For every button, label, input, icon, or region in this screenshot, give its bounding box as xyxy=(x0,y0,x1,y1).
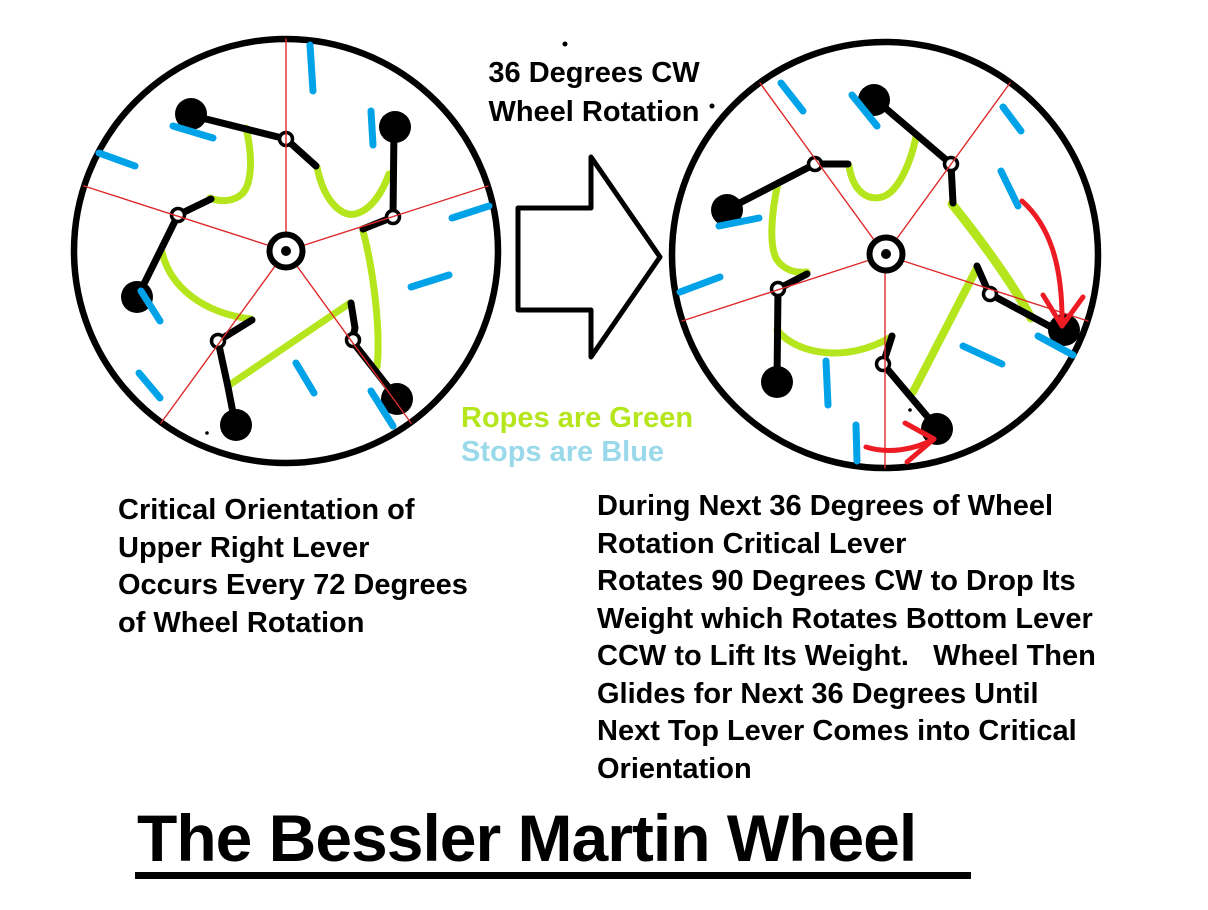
right-caption-line4: Weight which Rotates Bottom Lever xyxy=(597,602,1093,635)
stray-dot-1 xyxy=(562,41,568,47)
right-stop-5 xyxy=(676,273,724,296)
legend-stops-label: Stops are Blue xyxy=(461,436,665,468)
left-stop-10 xyxy=(367,387,397,430)
right-weight-2 xyxy=(711,194,743,226)
rotation-step-label: 36 Degrees CW Wheel Rotation xyxy=(454,54,734,132)
right-lever-2 xyxy=(724,160,852,213)
page-title: The Bessler Martin Wheel xyxy=(137,801,917,875)
red-arrow-bottom-head xyxy=(902,420,937,465)
left-pivot-3 xyxy=(169,206,187,224)
left-hub-dot xyxy=(281,246,291,256)
left-rope-2 xyxy=(313,163,393,218)
left-pivot-5 xyxy=(344,331,362,349)
left-stop-9 xyxy=(292,359,318,397)
left-spoke-3 xyxy=(160,250,287,424)
rotation-arrow-outline xyxy=(515,154,663,360)
right-stop-10 xyxy=(1034,332,1077,359)
right-pivot-3 xyxy=(769,280,787,298)
left-weight-5 xyxy=(381,383,413,415)
left-spoke-4 xyxy=(285,250,412,424)
right-caption-line1: During Next 36 Degrees of Wheel xyxy=(597,490,1054,522)
left-stop-5 xyxy=(448,202,493,222)
left-rope-5 xyxy=(224,299,354,390)
title-underline xyxy=(135,872,971,879)
left-rope-3 xyxy=(359,227,382,371)
left-spoke-2 xyxy=(83,185,287,252)
right-caption-line5: CCW to Lift Its Weight. Wheel Then xyxy=(597,640,1096,672)
left-stop-2 xyxy=(169,122,217,142)
left-weight-1 xyxy=(175,98,207,130)
right-spoke-3 xyxy=(681,254,886,322)
right-stop-3 xyxy=(999,103,1025,135)
left-weight-2 xyxy=(379,111,411,143)
right-stop-2 xyxy=(848,91,881,130)
right-caption-line3: Rotates 90 Degrees CW to Drop Its xyxy=(597,565,1076,597)
left-rope-1 xyxy=(206,124,255,205)
left-pivot-4 xyxy=(209,332,227,350)
right-rope-5 xyxy=(909,264,981,396)
left-stop-1 xyxy=(306,41,317,95)
left-caption-line2: Upper Right Lever xyxy=(118,531,370,564)
right-pivot-4 xyxy=(874,355,892,373)
left-caption-line1: Critical Orientation of xyxy=(118,494,415,526)
left-stop-8 xyxy=(135,369,164,402)
left-caption-line3: Occurs Every 72 Degrees xyxy=(118,569,468,601)
right-stop-1 xyxy=(777,79,807,115)
left-weight-4 xyxy=(220,409,252,441)
right-rope-1 xyxy=(947,199,1036,323)
right-rope-2 xyxy=(845,133,920,202)
stray-dot-3 xyxy=(205,431,209,435)
right-caption-line2: Rotation Critical Lever xyxy=(597,527,907,560)
right-weight-5 xyxy=(1048,314,1080,346)
red-arrow-critical-stem xyxy=(1019,198,1065,329)
right-hub-dot xyxy=(881,249,891,259)
color-legend: Ropes are Green Stops are Blue xyxy=(461,401,693,469)
right-rope-3 xyxy=(768,179,811,276)
rotation-step-line1: 36 Degrees CW xyxy=(488,57,700,89)
left-rope-4 xyxy=(158,248,255,323)
right-lever-4 xyxy=(879,332,941,432)
right-rope-4 xyxy=(773,326,895,357)
stray-dot-2 xyxy=(709,103,715,109)
rotation-step-line2: Wheel Rotation xyxy=(488,96,700,128)
right-stop-9 xyxy=(959,342,1006,368)
right-stop-8 xyxy=(852,421,861,465)
right-stop-7 xyxy=(822,357,832,409)
right-weight-3 xyxy=(761,366,793,398)
left-stop-7 xyxy=(137,287,164,325)
right-caption-line6: Glides for Next 36 Degrees Until xyxy=(597,677,1039,710)
left-stop-6 xyxy=(407,271,453,291)
legend-ropes-label: Ropes are Green xyxy=(461,402,694,434)
right-wheel-caption: During Next 36 Degrees of Wheel Rotation… xyxy=(597,488,1096,788)
right-caption-line8: Orientation xyxy=(597,752,752,785)
left-wheel-caption: Critical Orientation of Upper Right Leve… xyxy=(118,492,468,642)
left-caption-line4: of Wheel Rotation xyxy=(118,606,365,639)
right-stop-4 xyxy=(997,167,1022,210)
left-lever-4 xyxy=(214,316,256,427)
right-spoke-2 xyxy=(759,82,886,256)
right-caption-line7: Next Top Lever Comes into Critical xyxy=(597,715,1077,747)
left-stop-4 xyxy=(367,107,377,149)
right-stop-6 xyxy=(715,214,763,230)
right-weight-4 xyxy=(921,413,953,445)
red-arrow-critical-head xyxy=(1040,292,1086,329)
right-spoke-1 xyxy=(884,82,1011,256)
stray-dot-4 xyxy=(908,408,912,412)
left-spoke-5 xyxy=(285,185,489,252)
left-weight-3 xyxy=(121,281,153,313)
left-stop-3 xyxy=(95,149,139,170)
